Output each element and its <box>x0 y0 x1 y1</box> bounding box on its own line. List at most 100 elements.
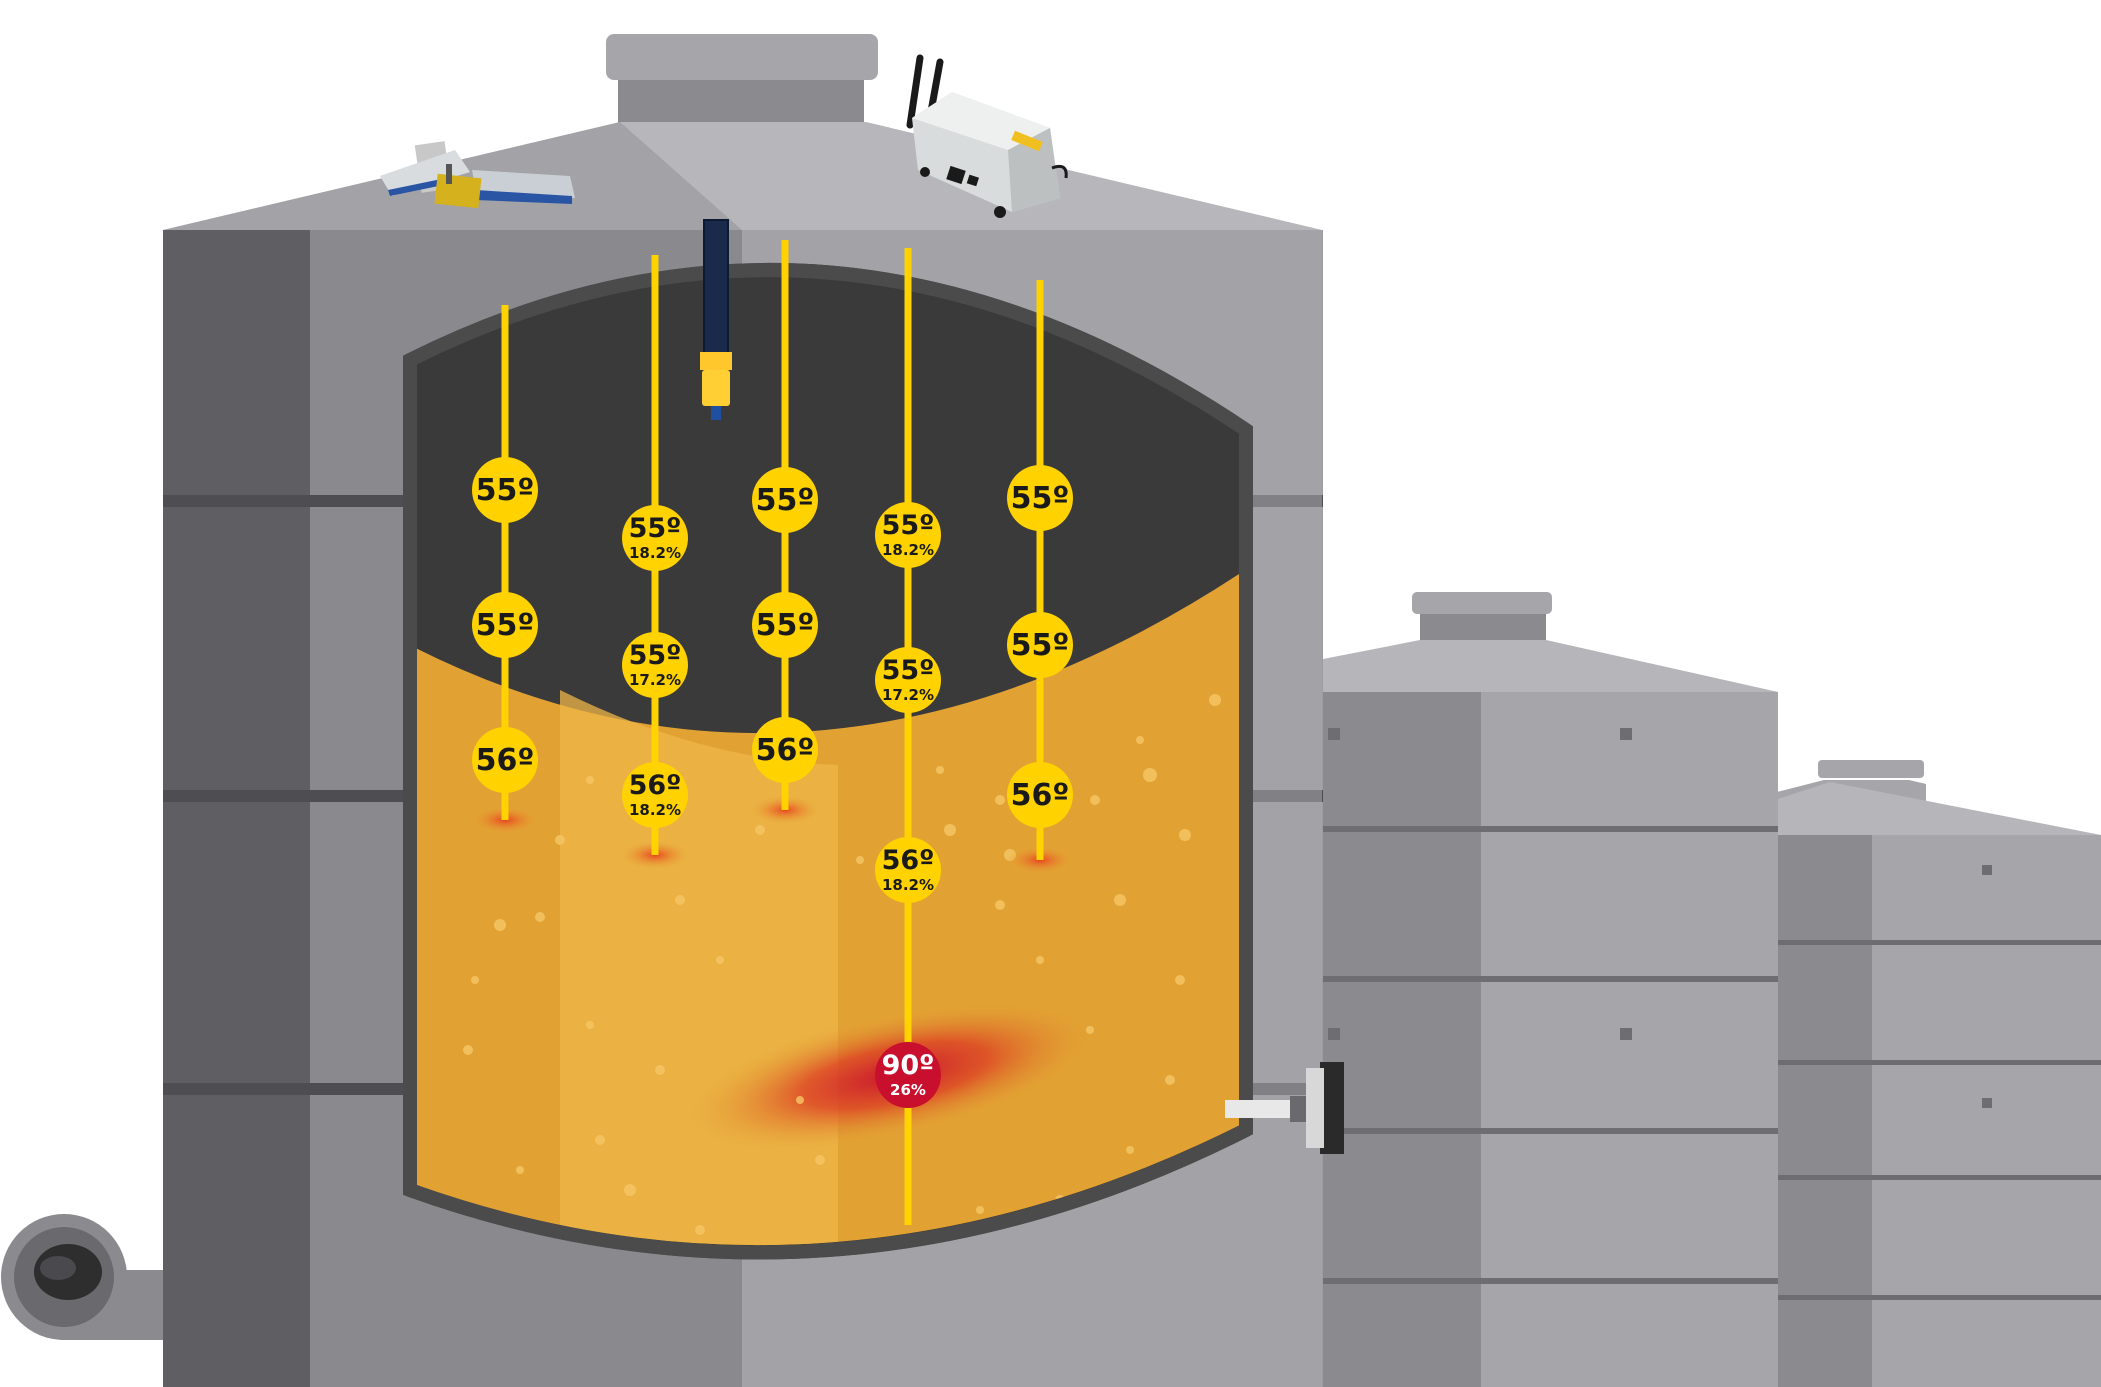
sensor-node: 55º <box>472 592 538 658</box>
sensor-temperature: 56º <box>882 845 935 876</box>
grain-bubble <box>471 976 479 984</box>
grain-bubble <box>463 1045 473 1055</box>
small-silo-middle <box>1318 592 1778 1387</box>
sensor-temperature: 56º <box>1011 778 1070 813</box>
sensor-dot <box>472 457 538 523</box>
sensor-temperature: 56º <box>476 743 535 778</box>
sensor-temperature: 56º <box>756 733 815 768</box>
gateway-box-icon <box>906 54 1068 218</box>
sensor-humidity: 26% <box>890 1081 926 1099</box>
grain-bubble <box>755 825 765 835</box>
grain-bubble <box>815 1155 825 1165</box>
sensor-node: 56º <box>1007 762 1073 828</box>
grain-bubble <box>675 895 685 905</box>
sensor-dot <box>622 762 688 828</box>
cable-3: 55º 55º 56º <box>752 240 818 810</box>
grain-bubble <box>995 900 1005 910</box>
grain-bubble <box>695 1225 705 1235</box>
small-silo-far-right <box>1775 760 2101 1387</box>
grain-bubble <box>586 776 594 784</box>
sensor-dot <box>1007 465 1073 531</box>
sensor-node: 55º <box>1007 612 1073 678</box>
grain-bubble <box>595 1135 605 1145</box>
grain-bubble <box>1179 829 1191 841</box>
grain-bubble <box>1209 694 1221 706</box>
sensor-node: 55º <box>1007 465 1073 531</box>
aeration-fan-icon <box>1 1214 170 1340</box>
grain-bubble <box>655 1065 665 1075</box>
discharge-valve-icon <box>1225 1062 1344 1154</box>
grain-bubble <box>1126 1146 1134 1154</box>
sensor-node: 55º <box>752 467 818 533</box>
grain-bubble <box>1036 956 1044 964</box>
sensor-temperature: 55º <box>476 473 535 508</box>
grain-bubble <box>976 1206 984 1214</box>
sensor-temperature: 55º <box>882 510 935 541</box>
sensor-humidity: 18.2% <box>882 876 934 894</box>
grain-bubble <box>856 856 864 864</box>
grain-bubbles <box>463 694 1221 1235</box>
grain-bubble <box>1143 768 1157 782</box>
sensor-temperature: 55º <box>882 655 935 686</box>
sensor-dot <box>875 502 941 568</box>
sensor-humidity: 17.2% <box>882 686 934 704</box>
grain-bubble <box>1175 975 1185 985</box>
grain-bubble <box>555 835 565 845</box>
cable-1: 55º 55º 56º <box>472 305 538 820</box>
sensor-temperature: 55º <box>476 608 535 643</box>
sensor-temperature: 55º <box>629 513 682 544</box>
grain-bubble <box>716 956 724 964</box>
temperature-cables: 55º55º56º55º18.2%55º17.2%56º18.2%55º55º5… <box>472 240 1073 1225</box>
sensor-node: 55º <box>752 592 818 658</box>
sensor-temperature: 55º <box>629 640 682 671</box>
sensor-temperature: 55º <box>756 608 815 643</box>
sensor-dot <box>622 632 688 698</box>
sensor-humidity: 18.2% <box>882 541 934 559</box>
grain-bubble <box>936 766 944 774</box>
grain-bubble <box>535 912 545 922</box>
level-sensor-icon <box>700 219 732 420</box>
grain-bubble <box>1136 736 1144 744</box>
sensor-temperature: 55º <box>756 483 815 518</box>
sensor-dot <box>622 505 688 571</box>
grain-bubble <box>796 1096 804 1104</box>
sensor-dot <box>875 837 941 903</box>
grain-bubble <box>1165 1075 1175 1085</box>
grain-bubble <box>1090 795 1100 805</box>
sensor-temperature: 55º <box>1011 628 1070 663</box>
weather-station-icon <box>380 141 575 209</box>
sensor-dot <box>472 727 538 793</box>
sensor-node: 55º <box>472 457 538 523</box>
sensor-temperature: 90º <box>882 1050 935 1081</box>
grain-bubble <box>516 1166 524 1174</box>
sensor-humidity: 17.2% <box>629 671 681 689</box>
grain-bubble <box>995 795 1005 805</box>
sensor-node: 56º <box>752 717 818 783</box>
sensor-temperature: 55º <box>1011 481 1070 516</box>
cable-5: 55º 55º 56º <box>1007 280 1073 860</box>
grain-bubble <box>1114 894 1126 906</box>
grain-bubble <box>1086 1026 1094 1034</box>
sensor-dot <box>1007 762 1073 828</box>
sensor-dot <box>752 592 818 658</box>
grain-bubble <box>624 1184 636 1196</box>
hotspot-sensor <box>875 1042 941 1108</box>
sensor-dot <box>752 717 818 783</box>
grain-bubble <box>494 919 506 931</box>
grain-bubble <box>944 824 956 836</box>
grain-bubble <box>586 1021 594 1029</box>
sensor-node: 56º <box>472 727 538 793</box>
sensor-dot <box>1007 612 1073 678</box>
sensor-dot <box>472 592 538 658</box>
sensor-dot <box>752 467 818 533</box>
